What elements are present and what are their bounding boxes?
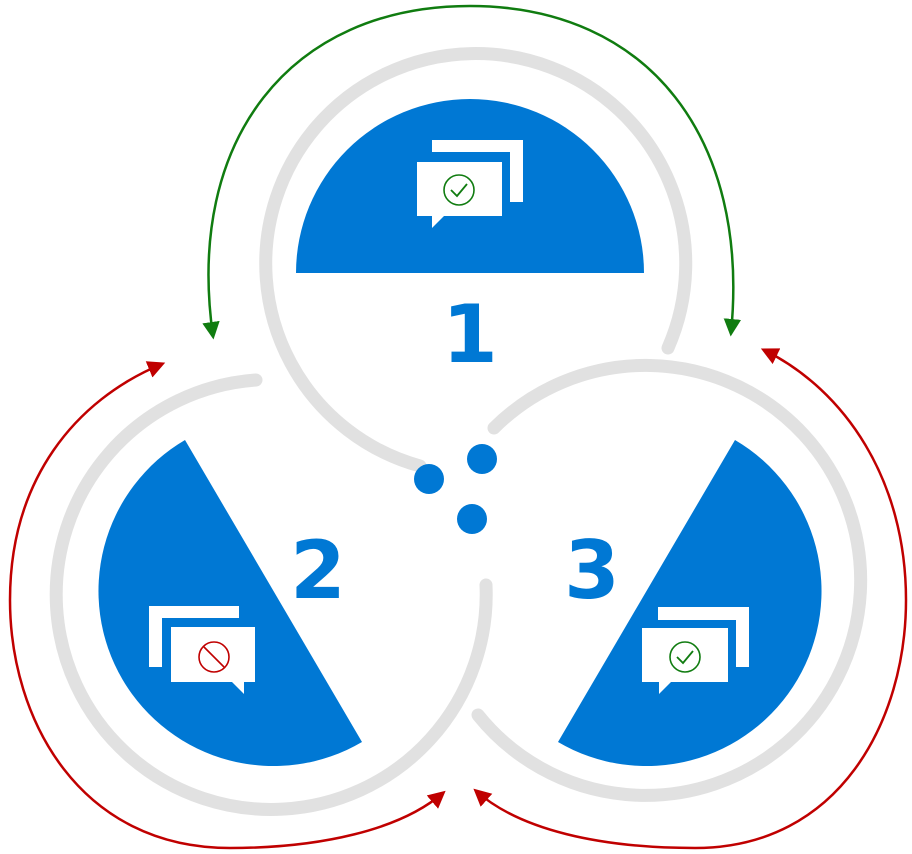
ring-1 xyxy=(259,47,693,473)
node-2: 2 xyxy=(98,440,362,767)
node-3: 3 xyxy=(558,440,822,767)
ring-2 xyxy=(49,373,493,816)
chat-check-icon xyxy=(642,607,749,694)
arrow-3-to-2 xyxy=(473,788,696,850)
node-3-number: 3 xyxy=(564,524,620,617)
arrow-2-to-1 xyxy=(8,361,231,850)
arrows xyxy=(8,4,908,850)
node-1-number: 1 xyxy=(442,288,498,381)
node-1: 1 xyxy=(296,99,644,381)
node-2-segment xyxy=(98,440,362,767)
ring-3 xyxy=(471,358,868,802)
arrow-2-to-3 xyxy=(229,790,446,850)
three-dots-icon xyxy=(414,444,497,534)
arrow-1-to-3 xyxy=(469,4,742,337)
chat-blocked-icon xyxy=(149,606,255,694)
arrow-3-to-1 xyxy=(694,348,908,850)
node-2-number: 2 xyxy=(290,524,346,617)
chat-check-icon xyxy=(417,140,523,228)
arrow-1-to-2 xyxy=(202,4,471,340)
node-3-segment xyxy=(558,440,822,767)
rings xyxy=(49,47,868,816)
